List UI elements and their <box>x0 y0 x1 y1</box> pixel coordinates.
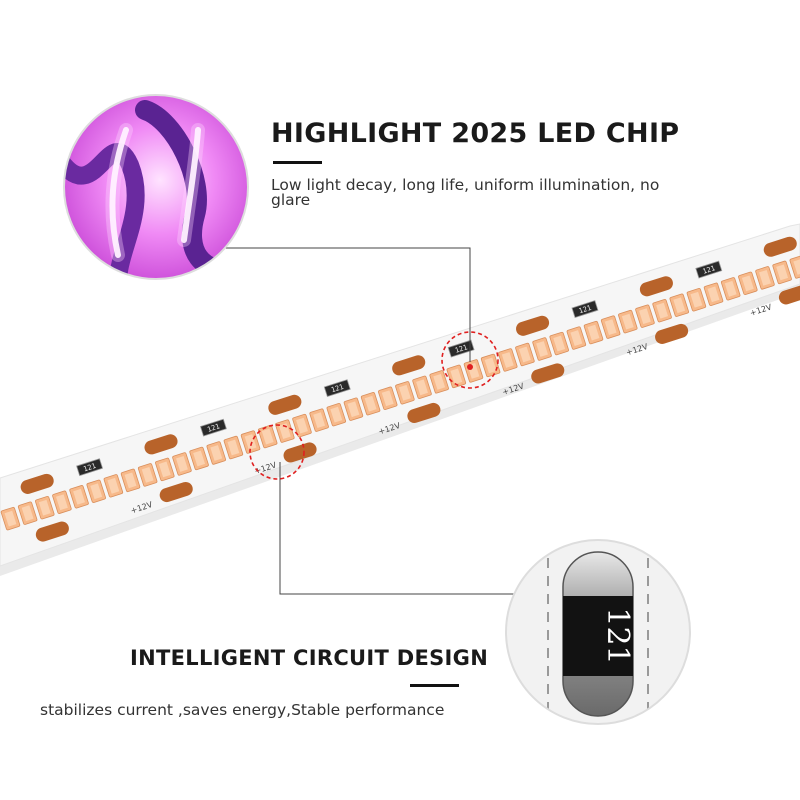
strip-rows: 121+12V121+12V121+12V121+12V121+12V121+1… <box>0 236 800 542</box>
circuit-design-title: INTELLIGENT CIRCUIT DESIGN <box>130 646 489 670</box>
led-chip-description: Low light decay, long life, uniform illu… <box>271 176 660 209</box>
led-chip-core <box>330 406 343 423</box>
glow-strip-magnifier <box>64 95 248 279</box>
copper-pad <box>159 481 193 503</box>
led-chip-core <box>501 352 514 368</box>
resistor-code: 121 <box>702 264 716 275</box>
resistor-code: 121 <box>578 304 592 315</box>
led-chip-core <box>518 346 531 363</box>
led-chip-core <box>21 505 34 522</box>
resistor <box>695 260 723 279</box>
led-chip-core <box>673 297 686 314</box>
led-chip-core <box>38 499 51 516</box>
copper-pad <box>268 394 302 415</box>
copper-pad <box>655 323 689 344</box>
led-chip-core <box>553 335 566 352</box>
led-chip-core <box>484 357 497 374</box>
led-chip-core <box>347 401 360 418</box>
led-chip-core <box>141 466 154 483</box>
copper-pad <box>20 473 54 494</box>
led-chip-core <box>570 330 583 346</box>
led-chip-core <box>536 341 549 357</box>
led-chip-core <box>176 456 188 472</box>
copper-pad <box>283 442 317 463</box>
led-chip-title: HIGHLIGHT 2025 LED CHIP <box>271 118 680 149</box>
resistor-code: 121 <box>454 343 468 354</box>
led-chip-core <box>398 384 411 401</box>
copper-pad <box>639 276 673 297</box>
led-chip-core <box>621 313 634 330</box>
led-chip-core <box>210 445 223 461</box>
copper-pad <box>35 521 69 542</box>
resistor-magnifier-border <box>505 539 691 725</box>
resistor <box>323 379 351 398</box>
led-chip-core <box>776 264 789 281</box>
copper-pad <box>531 363 565 384</box>
resistor-code: 121 <box>206 422 220 433</box>
led-chip-core <box>690 291 703 308</box>
led-chip-core <box>158 461 171 478</box>
led-chip-core <box>759 269 771 286</box>
led-chip-core <box>450 368 463 385</box>
led-chip-core <box>724 280 737 297</box>
glow-magnifier-border <box>63 94 249 280</box>
led-chip-core <box>381 390 394 407</box>
resistor-code-enlarged: 121 <box>600 607 635 664</box>
strip-components: 121+12V121+12V121+12V121+12V121+12V121+1… <box>0 236 800 542</box>
led-chip-core <box>604 319 617 335</box>
copper-pad <box>763 236 797 257</box>
led-highlight-dot <box>467 364 473 370</box>
led-chip-core <box>433 373 446 390</box>
led-chip-core <box>193 450 206 467</box>
led-chip-core <box>124 472 137 489</box>
led-chip-core <box>107 477 120 494</box>
copper-pad <box>778 284 800 305</box>
resistor <box>199 418 227 437</box>
led-chip-title-underline <box>273 161 322 164</box>
led-highlight-circle <box>441 331 499 389</box>
led-chip-core <box>416 379 428 396</box>
resistor-magnifier: 121 <box>506 540 690 724</box>
led-chip-core <box>73 488 86 505</box>
resistor-code: 121 <box>330 383 344 394</box>
copper-pad <box>407 402 441 423</box>
led-chip-core <box>707 286 720 303</box>
led-chip-core <box>587 324 600 341</box>
led-chip-core <box>639 308 651 325</box>
circuit-design-description: stabilizes current ,saves energy,Stable … <box>40 701 445 719</box>
resistor <box>447 339 475 358</box>
resistor-code: 121 <box>82 462 96 473</box>
circuit-callout-line <box>279 462 520 595</box>
led-chip-core <box>656 302 669 319</box>
led-chip-core <box>741 275 754 292</box>
led-chip-core <box>261 428 274 445</box>
led-chip-core <box>364 395 377 412</box>
led-chip-core <box>55 494 68 511</box>
led-chip-core <box>227 439 240 456</box>
copper-pad <box>392 355 426 376</box>
resistor <box>571 300 599 318</box>
circuit-design-title-underline <box>410 684 459 687</box>
led-chip-core <box>4 510 17 527</box>
copper-pad <box>144 434 178 455</box>
led-callout-line <box>214 247 471 362</box>
resistor-highlight-circle <box>249 424 305 480</box>
led-chip-core <box>793 259 800 275</box>
led-chip-core <box>244 434 257 450</box>
led-chip-core <box>90 483 103 500</box>
led-chip-core <box>313 412 326 429</box>
resistor <box>76 458 104 477</box>
led-chip-core <box>278 423 291 439</box>
led-chip-core <box>296 417 308 434</box>
copper-pad <box>516 315 550 336</box>
